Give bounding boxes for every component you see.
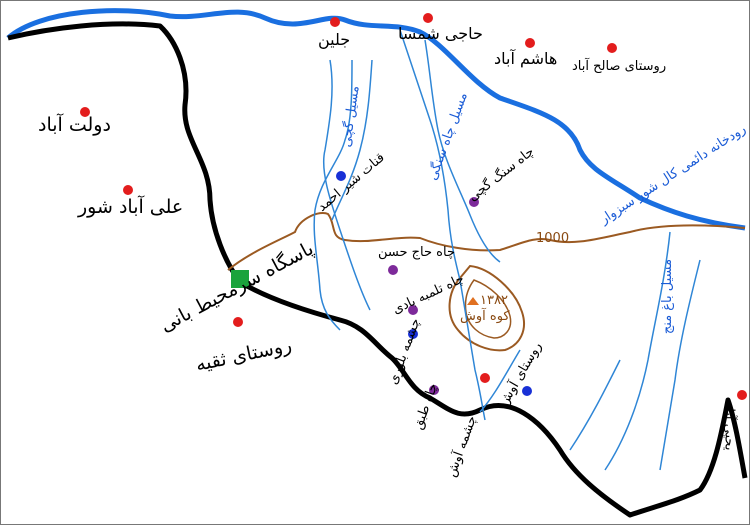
stream-bagh-monj-branch [569,359,621,451]
spring-marker-boluri [408,329,418,339]
mountain-name: کوه آوش [460,309,510,324]
contour-line [227,212,746,271]
village-label-hashemabad: هاشم آباد [494,49,558,68]
village-label-aliabad: علی آباد شور [78,196,184,218]
village-marker-hashemabad [525,38,535,48]
village-marker-avash [480,373,490,383]
river-line [6,8,746,231]
stream-east-a [659,259,701,471]
stream-chah-sangi [399,29,486,421]
mountain-elevation: ۱۳۸۲ [480,293,508,308]
mountain-peak-icon [467,297,479,305]
village-marker-dowlatabad [80,107,90,117]
village-marker-salehabad [607,43,617,53]
village-label-hajishamsa: حاجی شمسا [398,24,483,43]
village-marker-yahyaabad [737,390,747,400]
village-label-dowlatabad: دولت آباد [38,114,111,136]
village-marker-saghiyeh [233,317,243,327]
stream-gachi [313,59,353,331]
well-label-haj-hasan: چاه حاج حسن [378,245,455,260]
village-label-salehabad: روستای صالح آباد [572,59,667,74]
well-marker-haj-hasan [388,265,398,275]
contour-label: 1000 [536,231,570,246]
spring-marker-shir-ahmad [336,171,346,181]
stream-label-bagh-monj: مسیل باغ منج [660,258,676,335]
village-marker-aliabad [123,185,133,195]
mountain-inner [464,279,512,339]
stream-chah-sangi-branch [424,39,501,263]
village-marker-jalin [330,17,340,27]
village-marker-hajishamsa [423,13,433,23]
stream-lower-a [479,349,521,413]
well-marker-sang-gachi [469,197,479,207]
boundary-line [7,21,748,518]
village-label-yahyaabad: یحیی آباد [721,402,737,451]
stream-upper-a [331,59,373,221]
well-marker-tabagh [429,385,439,395]
stream-gachi-branch [322,59,371,311]
spring-marker-avash [522,386,532,396]
stream-bagh-monj [604,231,671,471]
village-label-jalin: جلین [318,30,351,49]
well-marker-tolombe-badi [408,305,418,315]
station-marker [231,270,249,288]
mountain-outline [448,264,525,352]
